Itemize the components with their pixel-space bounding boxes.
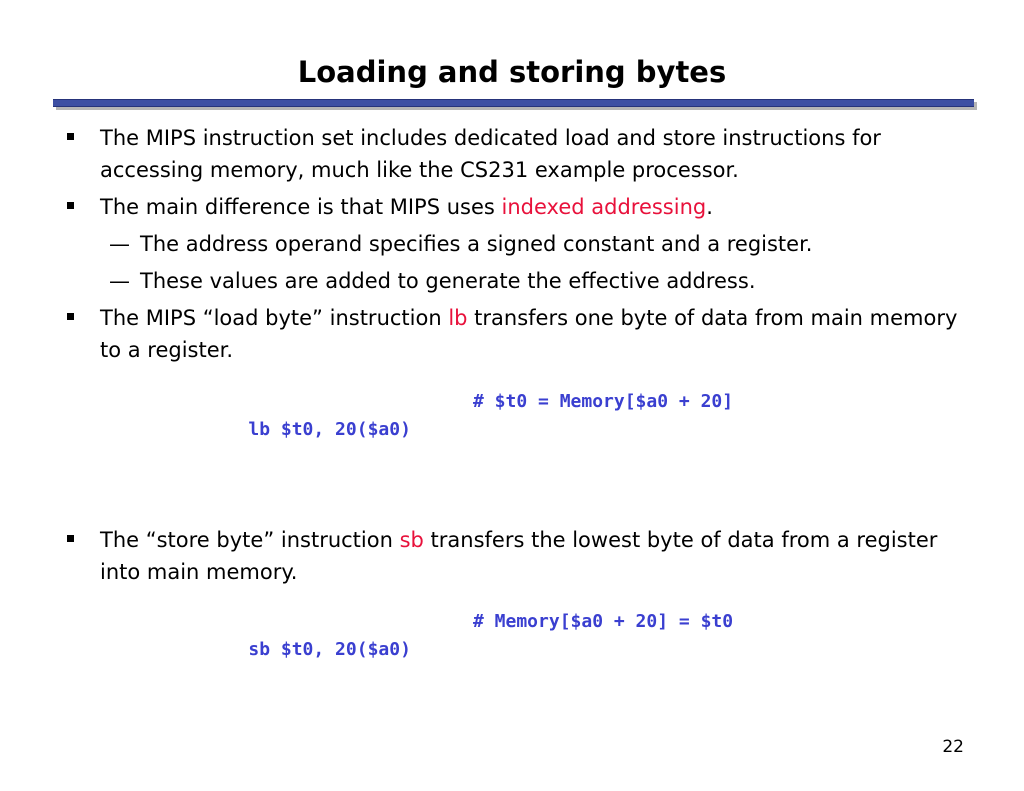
dash-bullet-icon: —	[109, 232, 130, 256]
slide-title: Loading and storing bytes	[297, 55, 727, 89]
bullet-text: The MIPS “load byte” instruction	[100, 306, 449, 330]
sub-bullet-item-2: — These values are added to generate the…	[64, 265, 974, 297]
highlight-term: lb	[448, 306, 468, 330]
sub-bullet-text: These values are added to generate the e…	[140, 269, 756, 293]
bullet-text: .	[706, 195, 713, 219]
bullet-text: The “store byte” instruction	[100, 528, 400, 552]
dash-bullet-icon: —	[109, 269, 130, 293]
bullet-item-3: The MIPS “load byte” instruction lb tran…	[64, 302, 974, 366]
bullet-text: The MIPS instruction set includes dedica…	[100, 126, 881, 182]
code-example-lb: lb $t0, 20($a0) # $t0 = Memory[$a0 + 20]	[64, 388, 974, 500]
square-bullet-icon	[67, 202, 74, 209]
code-instruction: lb $t0, 20($a0)	[248, 419, 411, 440]
code-instruction: sb $t0, 20($a0)	[248, 639, 411, 660]
highlight-term: sb	[399, 528, 424, 552]
bullet-item-1: The MIPS instruction set includes dedica…	[64, 122, 974, 186]
sub-bullet-item-1: — The address operand specifies a signed…	[64, 228, 974, 260]
bullet-item-2: The main difference is that MIPS uses in…	[64, 191, 974, 223]
sub-bullet-text: The address operand specifies a signed c…	[140, 232, 813, 256]
title-divider	[53, 99, 974, 107]
code-comment: # $t0 = Memory[$a0 + 20]	[473, 391, 734, 412]
bullet-text: transfers the lowest byte of data from a…	[100, 528, 938, 584]
square-bullet-icon	[67, 313, 74, 320]
bullet-text: transfers one byte of data from main mem…	[100, 306, 958, 362]
bullet-text: The main difference is that MIPS uses	[100, 195, 502, 219]
code-example-sb: sb $t0, 20($a0) # Memory[$a0 + 20] = $t0	[64, 608, 974, 720]
page-number: 22	[942, 737, 964, 757]
bullet-item-4: The “store byte” instruction sb transfer…	[64, 524, 974, 588]
highlight-term: indexed addressing	[501, 195, 707, 219]
code-comment: # Memory[$a0 + 20] = $t0	[473, 611, 734, 632]
square-bullet-icon	[67, 535, 74, 542]
square-bullet-icon	[67, 133, 74, 140]
slide-body: The MIPS instruction set includes dedica…	[64, 122, 974, 720]
